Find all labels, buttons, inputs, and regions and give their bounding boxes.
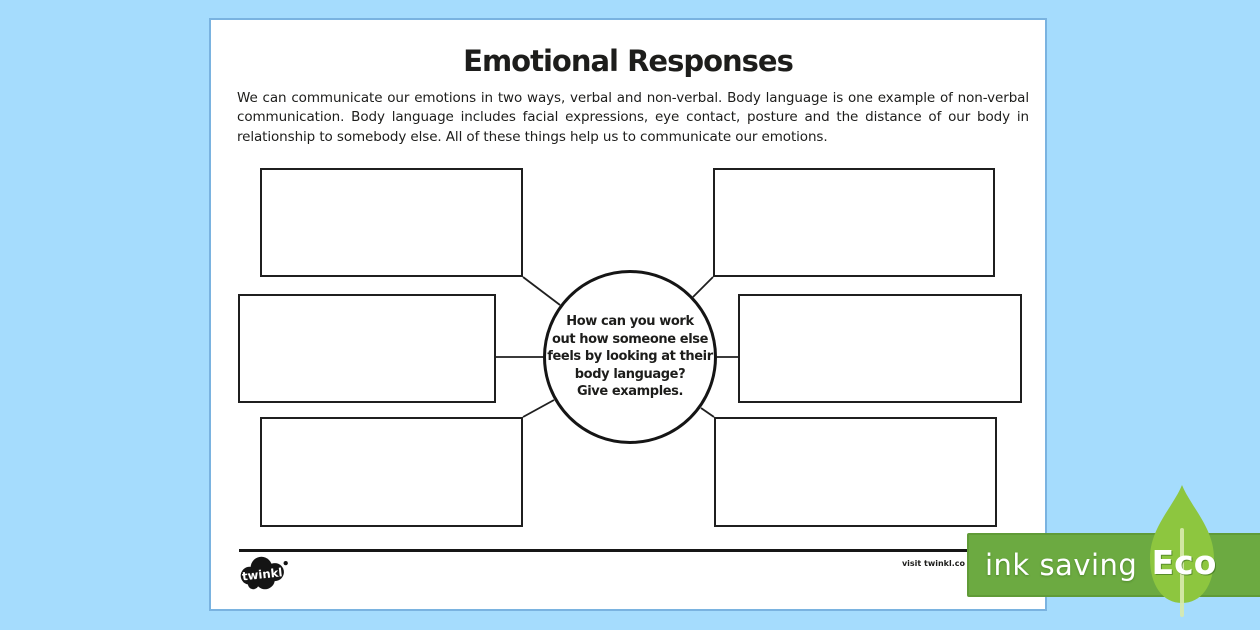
central-prompt-circle: How can you work out how someone else fe… xyxy=(543,270,717,444)
prompt-line: out how someone else xyxy=(551,331,709,347)
footer-divider xyxy=(239,549,1040,552)
visit-link-text: visit twinkl.co xyxy=(901,559,965,568)
answer-box-middle-right[interactable] xyxy=(738,294,1022,403)
twinkl-logo: twinkl xyxy=(240,556,288,590)
eco-leaf-icon xyxy=(1150,485,1214,617)
answer-box-bottom-left[interactable] xyxy=(260,417,523,527)
twinkl-logo-text: twinkl xyxy=(241,565,283,583)
intro-paragraph: We can communicate our emotions in two w… xyxy=(237,90,1029,145)
answer-box-middle-left[interactable] xyxy=(238,294,496,403)
eco-label: Eco xyxy=(1151,543,1217,582)
prompt-line: How can you work xyxy=(566,314,694,330)
prompt-line: feels by looking at their xyxy=(547,349,713,365)
connector-lines xyxy=(496,276,738,418)
connector-bottom-left xyxy=(522,399,555,418)
ink-saving-label: ink saving xyxy=(985,548,1138,582)
prompt-line: Give examples. xyxy=(576,384,684,400)
worksheet-page: Emotional Responses We can communicate o… xyxy=(209,18,1047,611)
page-title: Emotional Responses xyxy=(463,44,794,78)
connector-top-left xyxy=(522,276,561,306)
answer-box-top-left[interactable] xyxy=(260,168,523,277)
answer-box-top-right[interactable] xyxy=(713,168,995,277)
prompt-line: body language? xyxy=(574,366,686,382)
connector-bottom-right xyxy=(700,407,715,418)
connector-top-right xyxy=(692,276,714,298)
answer-box-bottom-right[interactable] xyxy=(714,417,997,527)
